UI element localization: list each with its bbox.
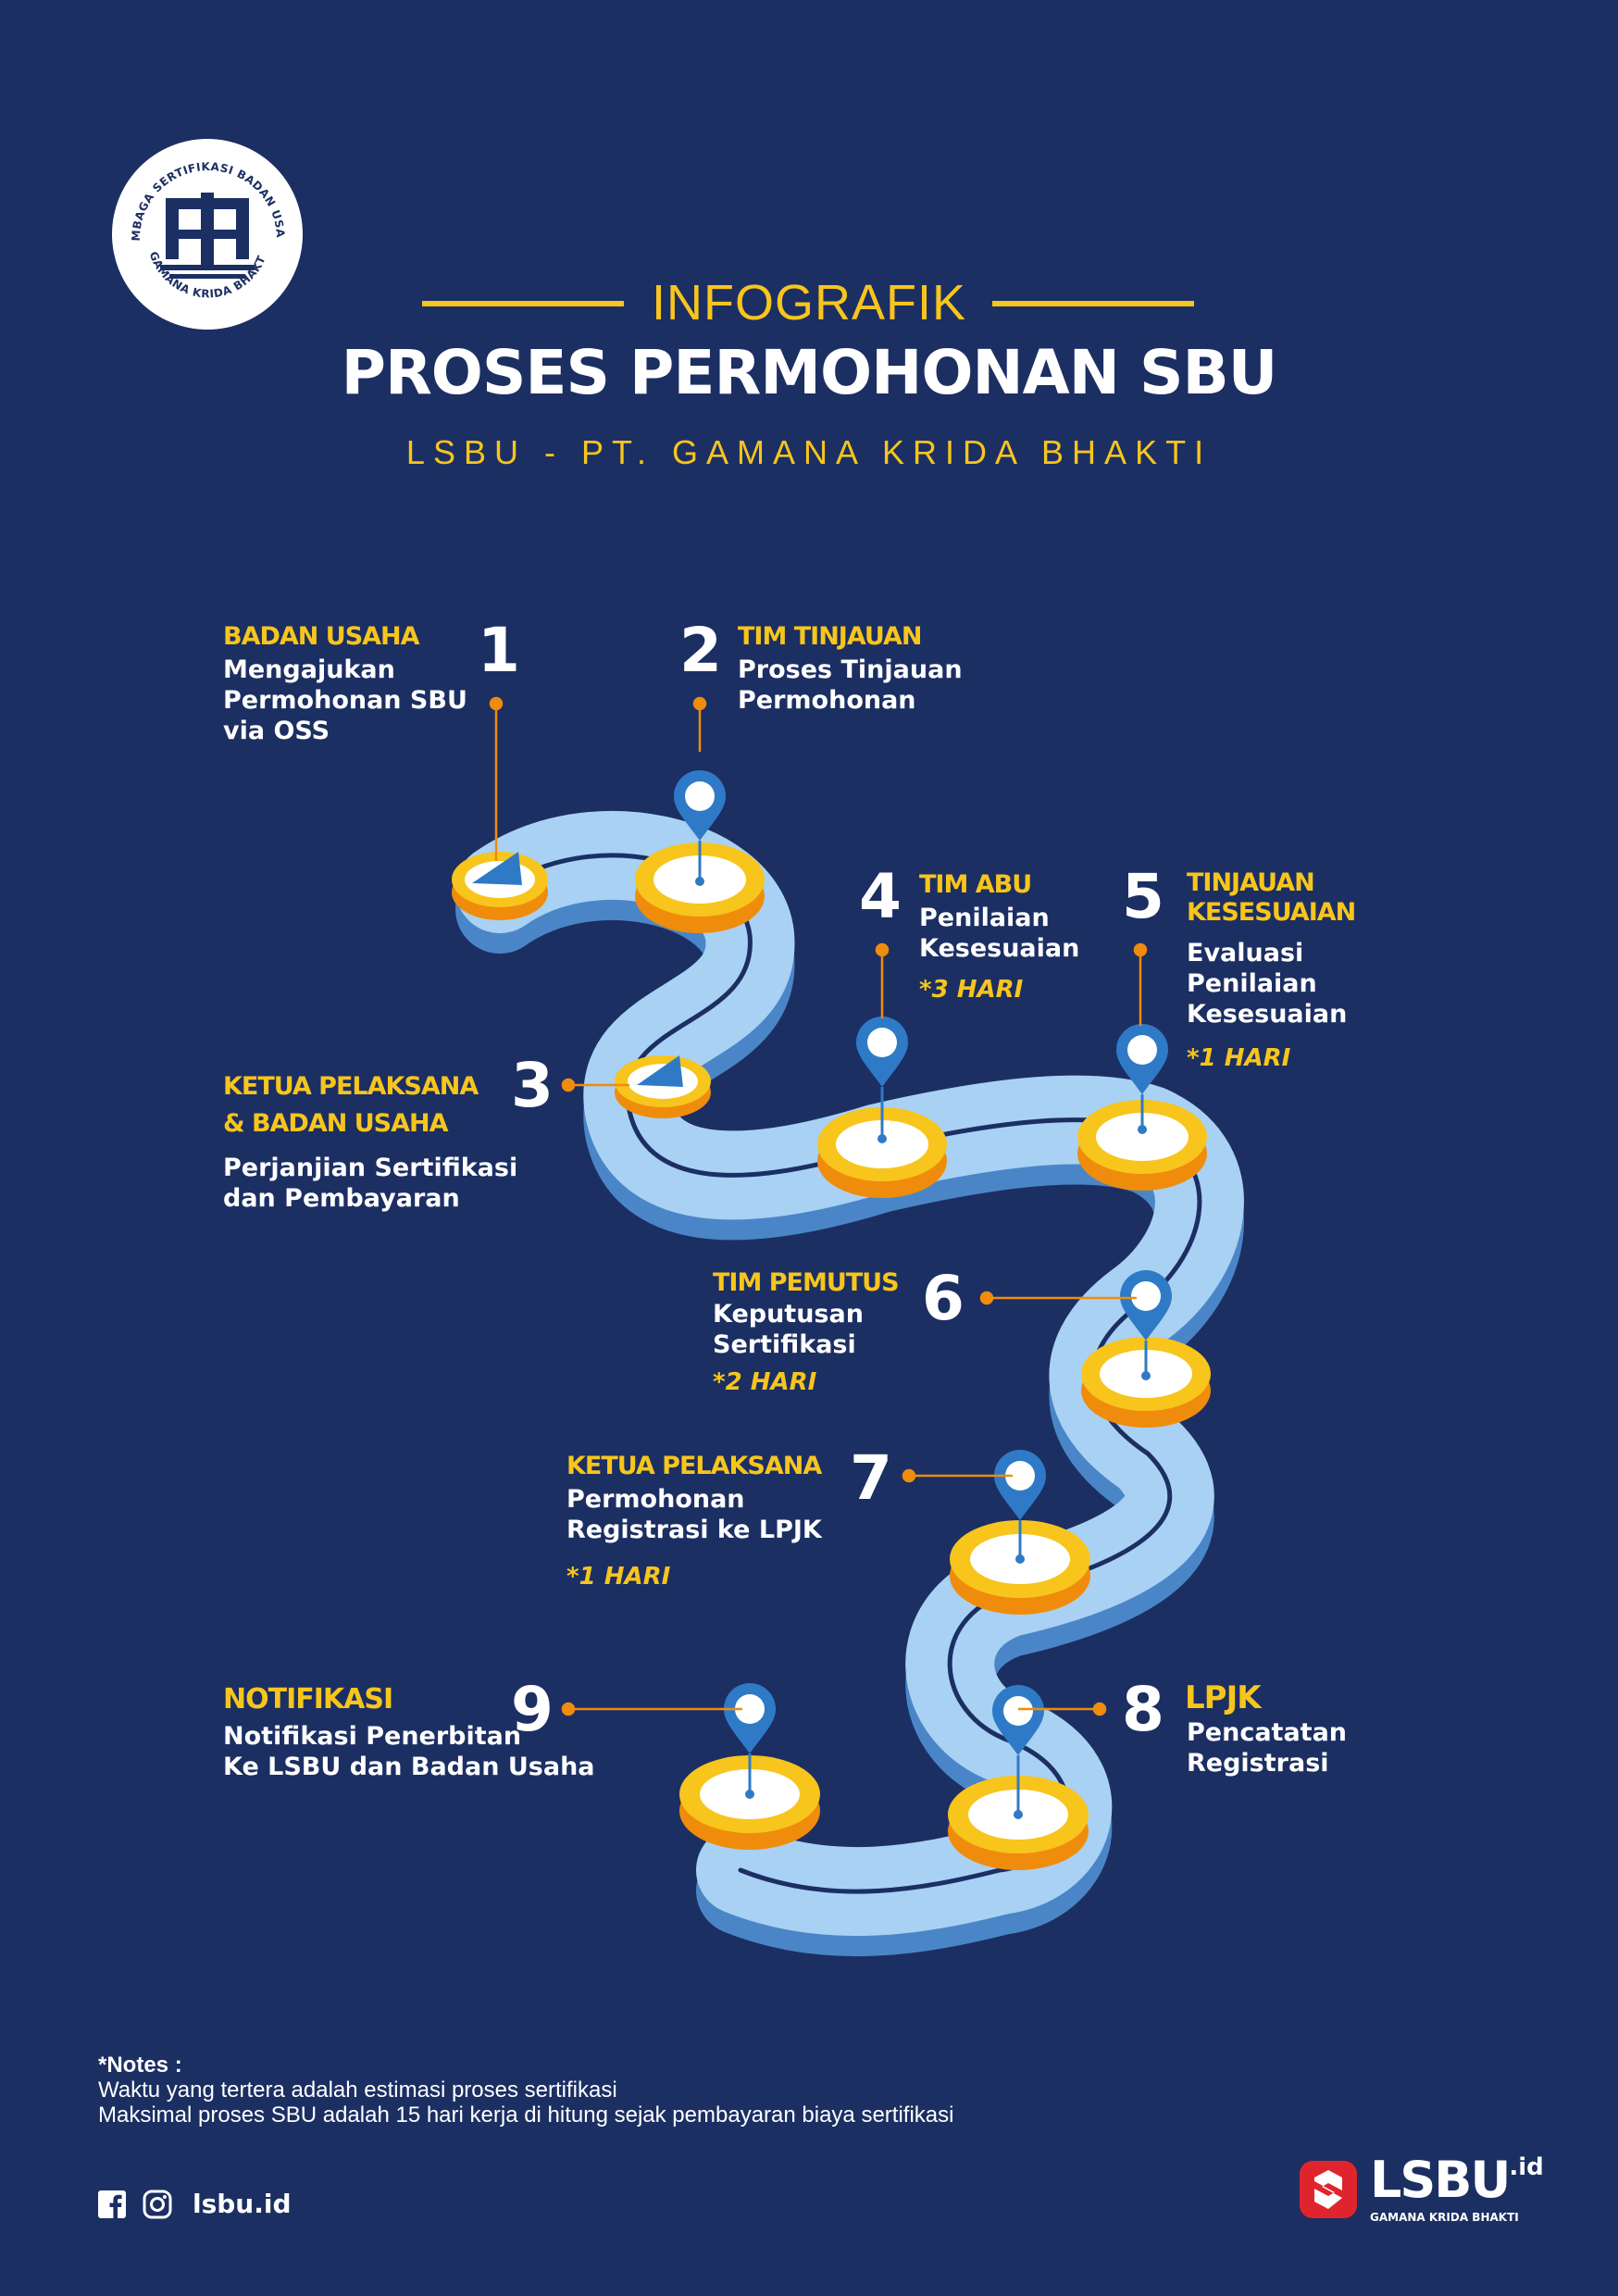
step-8-description: Pencatatan Registrasi (1187, 1718, 1347, 1779)
seal-graphic-icon: LEMBAGA SERTIFIKASI BADAN USAHA GAMANA K… (107, 129, 298, 325)
map-pin-icon (856, 1017, 908, 1143)
brand-tagline: GAMANA KRIDA BHAKTI (1370, 2211, 1519, 2224)
map-pin-icon (1120, 1270, 1172, 1380)
step-4-desc-line: Penilaian (919, 904, 1050, 932)
page-title: PROSES PERMOHONAN SBU (341, 337, 1278, 408)
step-2-desc-line: Permohonan (738, 685, 916, 715)
step-8-actor: LPJK (1185, 1679, 1262, 1716)
step-7-desc-line: Permohonan (566, 1485, 745, 1514)
step-5-actor: TINJAUAN KESESUAIAN (1187, 868, 1356, 929)
step-4-number: 4 (859, 861, 902, 932)
notes-heading: *Notes : (98, 2053, 182, 2078)
step-4-desc-line: Kesesuaian (919, 933, 1080, 963)
page-subtitle: LSBU - PT. GAMANA KRIDA BHAKTI (405, 433, 1213, 471)
step-6-duration: *2 HARI (713, 1368, 817, 1396)
step-1-desc-line: Permohonan SBU (223, 685, 467, 715)
step-9-description: Notifikasi Penerbitan Ke LSBU dan Badan … (223, 1722, 595, 1783)
connector-lines (489, 696, 1148, 1716)
step-9-number: 9 (511, 1674, 554, 1745)
lsbu-mark-icon (1298, 2159, 1359, 2220)
map-pin-icon (674, 770, 726, 886)
step-6-number: 6 (922, 1263, 965, 1334)
social-links: lsbu.id (98, 2189, 292, 2219)
map-pin-icon (994, 1450, 1046, 1564)
node-3 (615, 1055, 711, 1118)
step-6-actor: TIM PEMUTUS (713, 1268, 900, 1297)
step-5-actor-line: KESESUAIAN (1187, 898, 1356, 928)
node-5 (1077, 1100, 1207, 1191)
step-1-number: 1 (478, 615, 520, 686)
node-2 (635, 842, 765, 933)
step-5-desc-line: Penilaian (1187, 968, 1317, 998)
title-rule-right (992, 301, 1194, 306)
step-3-desc-line: dan Pembayaran (223, 1183, 460, 1213)
brand-text: LSBU (1370, 2151, 1511, 2209)
step-7-duration: *1 HARI (566, 1563, 671, 1591)
step-4-actor: TIM ABU (919, 870, 1032, 899)
step-2-actor: TIM TINJAUAN (738, 622, 922, 651)
step-5-desc-line: Kesesuaian (1187, 999, 1348, 1029)
step-6-description: Keputusan Sertifikasi (713, 1300, 864, 1361)
notes-line: Maksimal proses SBU adalah 15 hari kerja… (98, 2102, 954, 2128)
title-kicker: INFOGRAFIK (651, 275, 966, 331)
step-9-actor: NOTIFIKASI (223, 1683, 393, 1716)
instagram-icon[interactable] (143, 2190, 172, 2219)
notes-line: Waktu yang tertera adalah estimasi prose… (98, 2077, 617, 2103)
title-rule-left (422, 301, 624, 306)
social-handle[interactable]: lsbu.id (193, 2189, 292, 2219)
notes-block: *Notes : Waktu yang tertera adalah estim… (98, 2053, 953, 2128)
step-1-description: Mengajukan Permohonan SBU via OSS (223, 655, 467, 747)
brand-suffix: .id (1509, 2153, 1544, 2181)
step-2-description: Proses Tinjauan Permohonan (738, 655, 963, 717)
step-1-actor: BADAN USAHA (223, 622, 420, 651)
step-2-desc-line: Proses Tinjauan (738, 655, 963, 684)
step-5-duration: *1 HARI (1187, 1044, 1291, 1072)
node-9 (679, 1755, 820, 1850)
step-1-desc-line: via OSS (223, 716, 330, 745)
step-5-description: Evaluasi Penilaian Kesesuaian (1187, 939, 1347, 1030)
node-4 (817, 1107, 947, 1198)
step-4-description: Penilaian Kesesuaian (919, 904, 1079, 965)
step-1-desc-line: Mengajukan (223, 655, 395, 684)
step-3-actor: KETUA PELAKSANA & BADAN USAHA (223, 1072, 479, 1140)
step-3-number: 3 (511, 1050, 554, 1121)
step-8-desc-line: Registrasi (1187, 1748, 1329, 1778)
brand-name: LSBU .id (1370, 2155, 1544, 2205)
lsbu-brand-logo: LSBU .id GAMANA KRIDA BHAKTI (1298, 2155, 1544, 2224)
step-9-desc-line: Ke LSBU dan Badan Usaha (223, 1752, 595, 1781)
step-3-actor-line: KETUA PELAKSANA (223, 1072, 479, 1101)
map-pin-icon (1116, 1024, 1168, 1134)
step-6-desc-line: Sertifikasi (713, 1329, 856, 1359)
step-3-desc-line: Perjanjian Sertifikasi (223, 1154, 518, 1182)
step-5-number: 5 (1122, 861, 1164, 932)
step-3-actor-line: & BADAN USAHA (223, 1109, 449, 1139)
step-9-desc-line: Notifikasi Penerbitan (223, 1722, 522, 1751)
step-7-desc-line: Registrasi ke LPJK (566, 1515, 822, 1544)
map-pin-icon (724, 1683, 776, 1799)
node-1 (452, 852, 548, 920)
step-4-duration: *3 HARI (919, 976, 1024, 1004)
step-2-number: 2 (679, 615, 722, 686)
step-3-description: Perjanjian Sertifikasi dan Pembayaran (223, 1154, 517, 1215)
step-7-actor: KETUA PELAKSANA (566, 1452, 822, 1480)
step-5-actor-line: TINJAUAN (1187, 868, 1315, 897)
facebook-icon[interactable] (98, 2190, 126, 2218)
step-8-number: 8 (1122, 1674, 1164, 1745)
step-6-desc-line: Keputusan (713, 1300, 864, 1329)
step-5-desc-line: Evaluasi (1187, 939, 1304, 967)
map-pin-icon (992, 1685, 1044, 1819)
step-7-description: Permohonan Registrasi ke LPJK (566, 1485, 822, 1546)
step-8-desc-line: Pencatatan (1187, 1718, 1348, 1747)
step-7-number: 7 (850, 1442, 892, 1514)
brand-wordmark: LSBU .id GAMANA KRIDA BHAKTI (1370, 2155, 1544, 2225)
lsbu-seal-logo: LEMBAGA SERTIFIKASI BADAN USAHA GAMANA K… (107, 129, 303, 330)
